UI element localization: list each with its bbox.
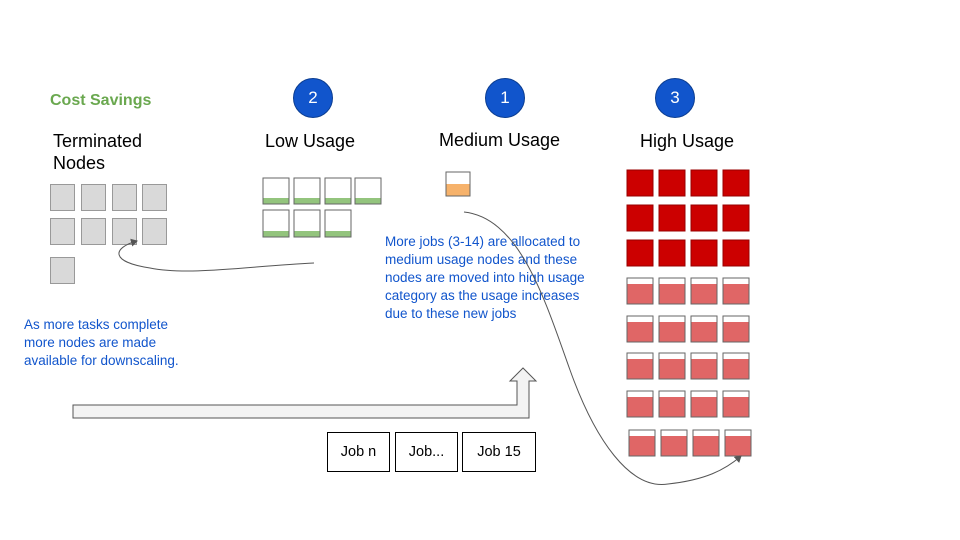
high-usage-node-partial [658, 390, 686, 418]
low-usage-node [293, 177, 321, 205]
job-box-ellipsis: Job... [395, 432, 458, 472]
low-usage-node [262, 177, 290, 205]
high-usage-node-partial [660, 429, 688, 457]
high-usage-node-partial [658, 352, 686, 380]
allocation-note: More jobs (3-14) are allocated to medium… [385, 233, 585, 323]
low-usage-node [262, 209, 290, 238]
high-usage-node-full [658, 239, 686, 267]
terminated-node [81, 218, 106, 245]
medium-usage-title: Medium Usage [439, 130, 561, 150]
high-usage-node-partial [628, 429, 656, 457]
terminated-node [142, 184, 167, 211]
job-flow-arrow [72, 367, 538, 419]
high-usage-node-partial [626, 352, 654, 380]
high-usage-node-partial [690, 277, 718, 305]
downscale-arrow [118, 238, 315, 272]
cost-savings-label: Cost Savings [50, 92, 152, 109]
promote-arrow [463, 211, 742, 485]
high-usage-node-full [658, 169, 686, 197]
high-usage-node-partial [722, 352, 750, 380]
low-usage-title: Low Usage [265, 131, 356, 151]
note-line: More jobs (3-14) are allocated to [385, 234, 581, 249]
medium-usage-node [445, 171, 471, 197]
high-usage-node-full [658, 204, 686, 232]
high-usage-node-full [626, 204, 654, 232]
high-usage-title: High Usage [640, 131, 735, 151]
high-usage-node-partial [626, 390, 654, 418]
high-usage-node-partial [690, 315, 718, 343]
high-usage-node-full [722, 239, 750, 267]
high-usage-node-full [722, 169, 750, 197]
high-usage-node-full [690, 204, 718, 232]
terminated-node [50, 257, 75, 284]
terminated-node [112, 184, 137, 211]
low-usage-node [354, 177, 382, 205]
note-line: due to these new jobs [385, 306, 517, 321]
high-usage-node-full [626, 169, 654, 197]
note-line: As more tasks complete [24, 317, 169, 332]
high-usage-node-partial [690, 352, 718, 380]
low-usage-node [324, 209, 352, 238]
terminated-node [142, 218, 167, 245]
note-line: category as the usage increases [385, 288, 580, 303]
high-usage-node-full [690, 169, 718, 197]
high-usage-node-partial [658, 315, 686, 343]
note-line: available for downscaling. [24, 353, 179, 368]
step-badge-2: 2 [293, 78, 333, 118]
high-usage-node-full [722, 204, 750, 232]
terminated-nodes-title: Terminated Nodes [53, 130, 142, 174]
high-usage-node-partial [658, 277, 686, 305]
step-badge-3: 3 [655, 78, 695, 118]
high-usage-node-partial [722, 277, 750, 305]
high-usage-node-partial [626, 277, 654, 305]
high-usage-node-full [690, 239, 718, 267]
terminated-node [50, 218, 75, 245]
low-usage-nodes [262, 177, 382, 238]
high-usage-node-full [626, 239, 654, 267]
job-box-n: Job n [327, 432, 390, 472]
high-usage-node-partial [722, 390, 750, 418]
terminated-node [81, 184, 106, 211]
high-usage-node-partial [692, 429, 720, 457]
note-line: medium usage nodes and these [385, 252, 578, 267]
downscale-note: As more tasks complete more nodes are ma… [24, 316, 179, 370]
high-usage-node-partial [722, 315, 750, 343]
low-usage-node [324, 177, 352, 205]
high-usage-node-partial [626, 315, 654, 343]
job-box-15: Job 15 [462, 432, 536, 472]
terminated-node [50, 184, 75, 211]
note-line: more nodes are made [24, 335, 157, 350]
step-badge-1: 1 [485, 78, 525, 118]
low-usage-node [293, 209, 321, 238]
note-line: nodes are moved into high usage [385, 270, 585, 285]
terminated-title-line1: Terminated [53, 131, 143, 151]
high-usage-nodes [626, 169, 752, 457]
high-usage-node-partial [724, 429, 752, 457]
high-usage-node-partial [690, 390, 718, 418]
terminated-title-line2: Nodes [53, 153, 106, 173]
